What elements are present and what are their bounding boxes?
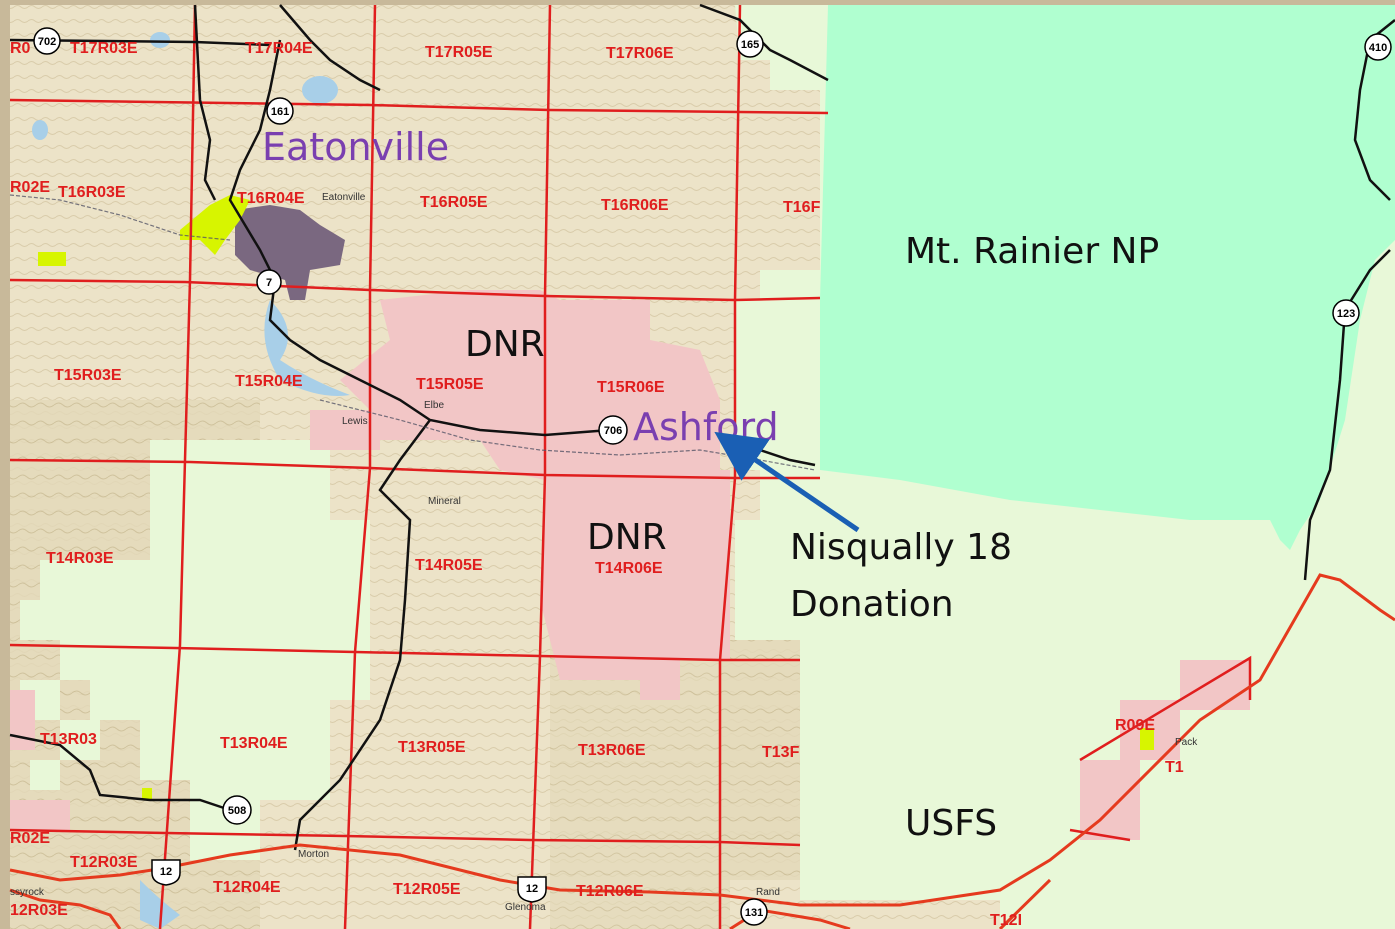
- township-label: R02E: [10, 830, 50, 847]
- dnr-area: [340, 290, 730, 700]
- township-label: T15R03E: [54, 367, 122, 384]
- small-place-label: Pack: [1175, 737, 1198, 748]
- township-label: T14R05E: [415, 557, 483, 574]
- township-label: T12I: [990, 912, 1022, 929]
- township-label: T17R03E: [70, 40, 138, 57]
- small-place-label: Morton: [298, 849, 329, 860]
- svg-text:12: 12: [160, 866, 172, 878]
- eatonville-label: Eatonville: [262, 125, 449, 169]
- park-label: Mt. Rainier NP: [905, 231, 1159, 272]
- svg-text:123: 123: [1337, 308, 1355, 320]
- township-label: T13R03: [40, 731, 97, 748]
- township-label: T16R06E: [601, 197, 669, 214]
- township-label: T14R06E: [595, 560, 663, 577]
- township-label: T13R04E: [220, 735, 288, 752]
- small-place-label: ssyrock: [10, 887, 45, 898]
- small-place-label: Mineral: [428, 496, 461, 507]
- annotation-line2: Donation: [790, 584, 954, 625]
- township-label: T16F: [783, 199, 821, 216]
- township-label: 12R03E: [10, 902, 68, 919]
- township-label: T15R05E: [416, 376, 484, 393]
- svg-text:12: 12: [526, 883, 538, 895]
- township-label: R02E: [10, 179, 50, 196]
- township-label: T17R06E: [606, 45, 674, 62]
- ashford-label: Ashford: [633, 405, 779, 449]
- highway-shields: 702 165 410 161 7 123 706 508 12 12 131: [33, 27, 1392, 926]
- township-label: T13R05E: [398, 739, 466, 756]
- svg-text:508: 508: [228, 805, 246, 817]
- township-label: T17R04E: [245, 40, 313, 57]
- dnr-label-south: DNR: [587, 517, 667, 558]
- donation-arrow: [714, 431, 860, 533]
- svg-text:131: 131: [745, 907, 763, 919]
- svg-text:7: 7: [266, 277, 272, 289]
- eatonville-area: [235, 205, 345, 300]
- small-place-label: Glenoma: [505, 902, 546, 913]
- highway-shield-icon: 131: [740, 898, 768, 926]
- highway-shield-icon: 508: [222, 795, 252, 825]
- annotation-line1: Nisqually 18: [790, 527, 1012, 568]
- svg-text:706: 706: [604, 425, 622, 437]
- usfs-label: USFS: [905, 803, 997, 844]
- park-area: [820, 5, 1395, 550]
- svg-text:702: 702: [38, 36, 56, 48]
- highway-shield-icon: 7: [256, 269, 282, 295]
- highway-shield-icon: 123: [1332, 299, 1360, 327]
- township-label: T12R06E: [576, 883, 644, 900]
- township-label: T15R06E: [597, 379, 665, 396]
- highway-shield-icon: 702: [33, 27, 61, 55]
- township-label: T12R03E: [70, 854, 138, 871]
- svg-text:165: 165: [741, 39, 759, 51]
- small-place-label: Rand: [756, 887, 780, 898]
- us-highway-shield-icon: 12: [151, 859, 181, 886]
- township-label: T13F: [762, 744, 800, 761]
- highway-shield-icon: 706: [598, 415, 628, 445]
- dnr-label-north: DNR: [465, 324, 545, 365]
- township-label: T14R03E: [46, 550, 114, 567]
- small-place-label: Eatonville: [322, 192, 366, 203]
- usfs-checkerboard: [40, 440, 370, 860]
- highway-shield-icon: 165: [736, 30, 764, 58]
- highway-shield-icon: 410: [1364, 33, 1392, 61]
- township-label: T16R04E: [237, 190, 305, 207]
- township-label: T16R03E: [58, 184, 126, 201]
- township-label: T13R06E: [578, 742, 646, 759]
- township-label: T15R04E: [235, 373, 303, 390]
- township-label: R0: [10, 40, 31, 57]
- svg-text:410: 410: [1369, 42, 1387, 54]
- township-label: T17R05E: [425, 44, 493, 61]
- small-place-label: Lewis: [342, 416, 368, 427]
- township-label: T16R05E: [420, 194, 488, 211]
- svg-text:161: 161: [271, 106, 289, 118]
- township-label: R09E: [1115, 717, 1155, 734]
- township-label: T12R04E: [213, 879, 281, 896]
- township-label: T12R05E: [393, 881, 461, 898]
- us-highway-shield-icon: 12: [517, 876, 547, 903]
- township-label: T1: [1165, 759, 1184, 776]
- roads: [9, 3, 1395, 851]
- small-place-label: Elbe: [424, 400, 444, 411]
- highway-shield-icon: 161: [266, 97, 294, 125]
